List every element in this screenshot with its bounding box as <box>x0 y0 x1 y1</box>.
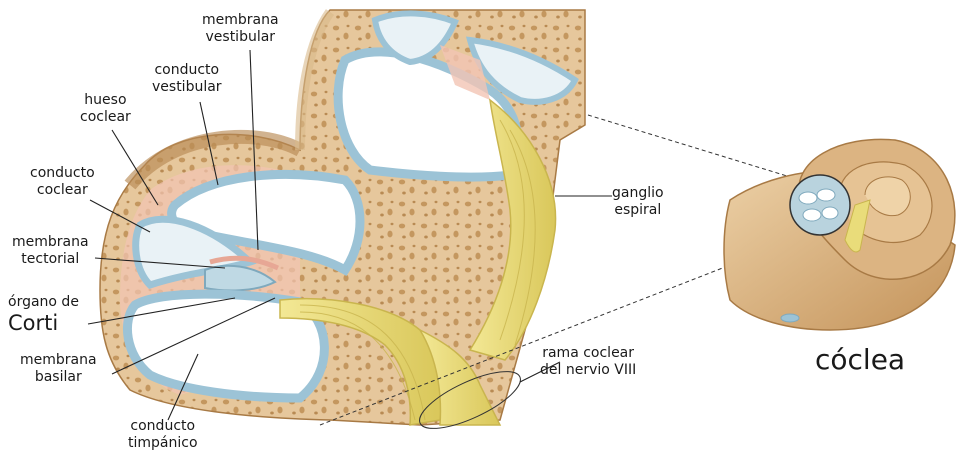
label-line-2: coclear <box>30 182 95 199</box>
label-line-1: ganglio <box>612 185 664 202</box>
label-line-2: Corti <box>8 311 79 335</box>
label-line-1: órgano de <box>8 294 79 311</box>
label-line-1: conducto <box>128 418 198 435</box>
label-line-1: hueso <box>80 92 131 109</box>
label-line-2: timpánico <box>128 435 198 452</box>
label-line-1: conducto <box>152 62 222 79</box>
label-coclea: cóclea <box>815 345 905 375</box>
whole-cochlea <box>724 139 955 330</box>
label-line-1: rama coclear <box>540 345 636 362</box>
label-membrana-vestibular: membrana vestibular <box>202 12 279 46</box>
label-rama-coclear: rama coclear del nervio VIII <box>540 345 636 379</box>
label-ganglio-espiral: ganglio espiral <box>612 185 664 219</box>
label-conducto-timpanico: conducto timpánico <box>128 418 198 452</box>
label-line-2: coclear <box>80 109 131 126</box>
label-line-2: espiral <box>612 202 664 219</box>
label-line-1: membrana <box>20 352 97 369</box>
label-line-2: tectorial <box>12 251 89 268</box>
label-line-2: vestibular <box>202 29 279 46</box>
label-line-2: del nervio VIII <box>540 362 636 379</box>
round-window <box>781 314 799 322</box>
label-line-1: membrana <box>12 234 89 251</box>
label-conducto-coclear: conducto coclear <box>30 165 95 199</box>
label-line-1: membrana <box>202 12 279 29</box>
label-conducto-vestibular: conducto vestibular <box>152 62 222 96</box>
label-line-2: vestibular <box>152 79 222 96</box>
label-line-1: conducto <box>30 165 95 182</box>
label-organo-de-corti: órgano de Corti <box>8 294 79 335</box>
section-circle <box>790 175 850 235</box>
label-line-2: basilar <box>20 369 97 386</box>
label-membrana-tectorial: membrana tectorial <box>12 234 89 268</box>
label-hueso-coclear: hueso coclear <box>80 92 131 126</box>
label-membrana-basilar: membrana basilar <box>20 352 97 386</box>
